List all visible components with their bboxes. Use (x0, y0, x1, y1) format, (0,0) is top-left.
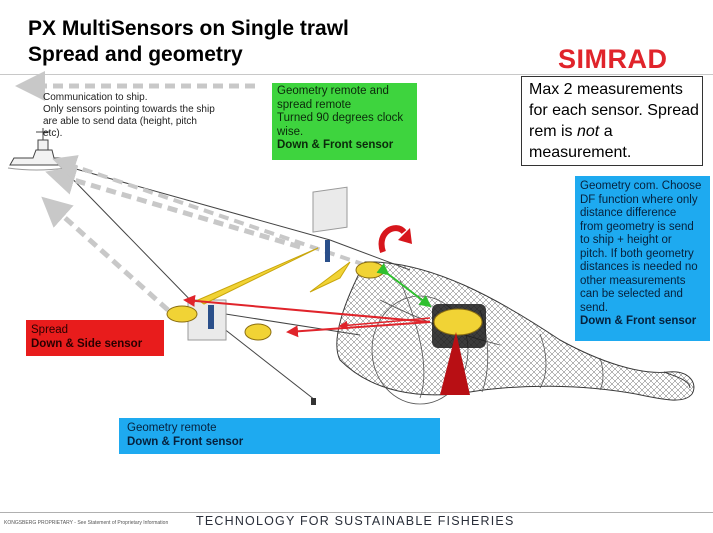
sensor-lower-door-right (244, 323, 272, 341)
slide-title-line2: Spread and geometry (28, 43, 243, 66)
green-note-geometry-spread-remote: Geometry remote and spread remote Turned… (272, 83, 417, 160)
beam-headline-down (440, 332, 470, 395)
sensor-upper-door (355, 261, 385, 279)
green-note-sensor: Down & Front sensor (277, 139, 394, 151)
trawl-door-upper (312, 186, 348, 262)
sensor-lower-door-left (166, 305, 198, 323)
rotate-clockwise-icon (378, 225, 412, 253)
sensor-headline (432, 304, 486, 348)
geometry-arrow-lower (338, 317, 431, 330)
max-measurements-note: Max 2 measurements for each sensor. Spre… (521, 76, 703, 166)
slide-title-line1: PX MultiSensors on Single trawl (28, 17, 349, 40)
comm-arrow-1 (45, 165, 301, 250)
max-note-part1: Max 2 measurements for each sensor. Spre… (529, 81, 699, 140)
green-note-text: Geometry remote and spread remote Turned… (277, 85, 404, 138)
beam-upper-down (309, 261, 351, 293)
max-note-emphasis: not (577, 123, 600, 140)
simrad-logo: SIMRAD (558, 44, 668, 74)
ground-weight (311, 398, 316, 405)
communication-note: Communication to ship. Only sensors poin… (43, 92, 215, 139)
beam-upper-yellow (196, 247, 319, 305)
blue-note-bottom-text: Geometry remote (127, 422, 217, 434)
blue-note-geometry-com: Geometry com. Choose DF function where o… (575, 176, 710, 341)
geometry-arrow-upper (183, 294, 431, 323)
footer-rule (0, 512, 713, 513)
header-rule (0, 74, 713, 75)
blue-note-right-text: Geometry com. Choose DF function where o… (580, 180, 702, 314)
footer-tagline: TECHNOLOGY FOR SUSTAINABLE FISHERIES (196, 514, 515, 528)
blue-note-right-sensor: Down & Front sensor (580, 315, 697, 327)
max-note-part2: a measurement. (529, 123, 632, 161)
footer-proprietary: KONGSBERG PROPRIETARY - See Statement of… (4, 520, 169, 526)
blue-note-bottom-sensor: Down & Front sensor (127, 435, 244, 448)
trawl-door-lower (187, 299, 227, 341)
ship-icon (7, 128, 67, 171)
geometry-arrow-green (376, 263, 432, 308)
spread-arrow (286, 321, 431, 338)
comm-arrow-2 (41, 196, 170, 312)
red-note-sensor: Down & Side sensor (31, 337, 143, 350)
red-note-text: Spread (31, 324, 69, 336)
